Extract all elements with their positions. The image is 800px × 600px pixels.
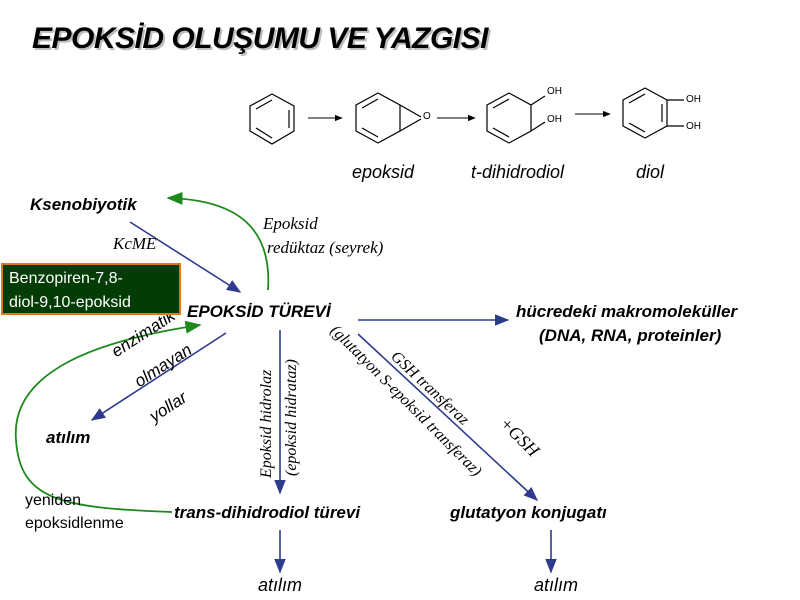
- arrow-xenobiotic-to-epoxide: [129, 221, 242, 293]
- diol-molecule: [622, 87, 684, 139]
- benzene-molecule: [249, 93, 295, 145]
- node-macromolecules-line1: hücredeki makromoleküller: [516, 302, 738, 321]
- arrow-epoxide-reductase: [166, 191, 270, 291]
- diol-hydroxyl-label-bottom: OH: [686, 121, 701, 132]
- node-epoxide-derivative: EPOKSİD TÜREVİ: [187, 302, 331, 321]
- label-kcme: KcME: [113, 234, 157, 253]
- label-epoxide-reductase-line2: redüktaz (seyrek): [267, 238, 384, 257]
- dihydrodiol-label: t-dihidrodiol: [471, 162, 565, 182]
- label-epoxide-hydrolase-line1: Epoksid hidrolaz: [258, 369, 275, 478]
- epoxide-molecule: [355, 92, 422, 144]
- node-excretion-right: atılım: [534, 575, 579, 595]
- callout-line2: diol-9,10-epoksid: [9, 294, 131, 311]
- label-reepoxidation-line1: yeniden: [25, 492, 82, 509]
- node-excretion-mid: atılım: [258, 575, 303, 595]
- node-trans-dihydrodiol: trans-dihidrodiol türevi: [174, 503, 361, 522]
- hydroxyl-label-top: OH: [547, 86, 562, 97]
- epoxide-oxygen-label: O: [423, 111, 431, 122]
- arrow-reepoxidation: [15, 320, 202, 513]
- benzopyrene-callout: Benzopiren-7,8- diol-9,10-epoksid: [1, 263, 181, 315]
- page-title: EPOKSİD OLUŞUMU VE YAZGISI: [32, 22, 488, 55]
- dihydrodiol-molecule: [486, 92, 546, 144]
- node-macromolecules-line2: (DNA, RNA, proteinler): [539, 326, 722, 345]
- label-epoxide-hydrolase-line2: (epoksid hidrataz): [283, 359, 300, 476]
- node-excretion-left: atılım: [46, 428, 91, 447]
- arrow-epoxide-to-excretion-left: [90, 332, 227, 421]
- hydroxyl-label-bottom: OH: [547, 114, 562, 125]
- label-reepoxidation-line2: epoksidlenme: [25, 515, 124, 532]
- label-epoxide-reductase-line1: Epoksid: [263, 214, 318, 233]
- callout-line1: Benzopiren-7,8-: [9, 270, 123, 287]
- node-xenobiotic: Ksenobiyotik: [30, 195, 137, 214]
- node-glutathione-conjugate: glutatyon konjugatı: [450, 503, 607, 522]
- epoxide-label: epoksid: [352, 162, 415, 182]
- arrow-epoxide-to-glutathione: [357, 333, 539, 501]
- diol-hydroxyl-label-top: OH: [686, 94, 701, 105]
- diol-label: diol: [636, 162, 665, 182]
